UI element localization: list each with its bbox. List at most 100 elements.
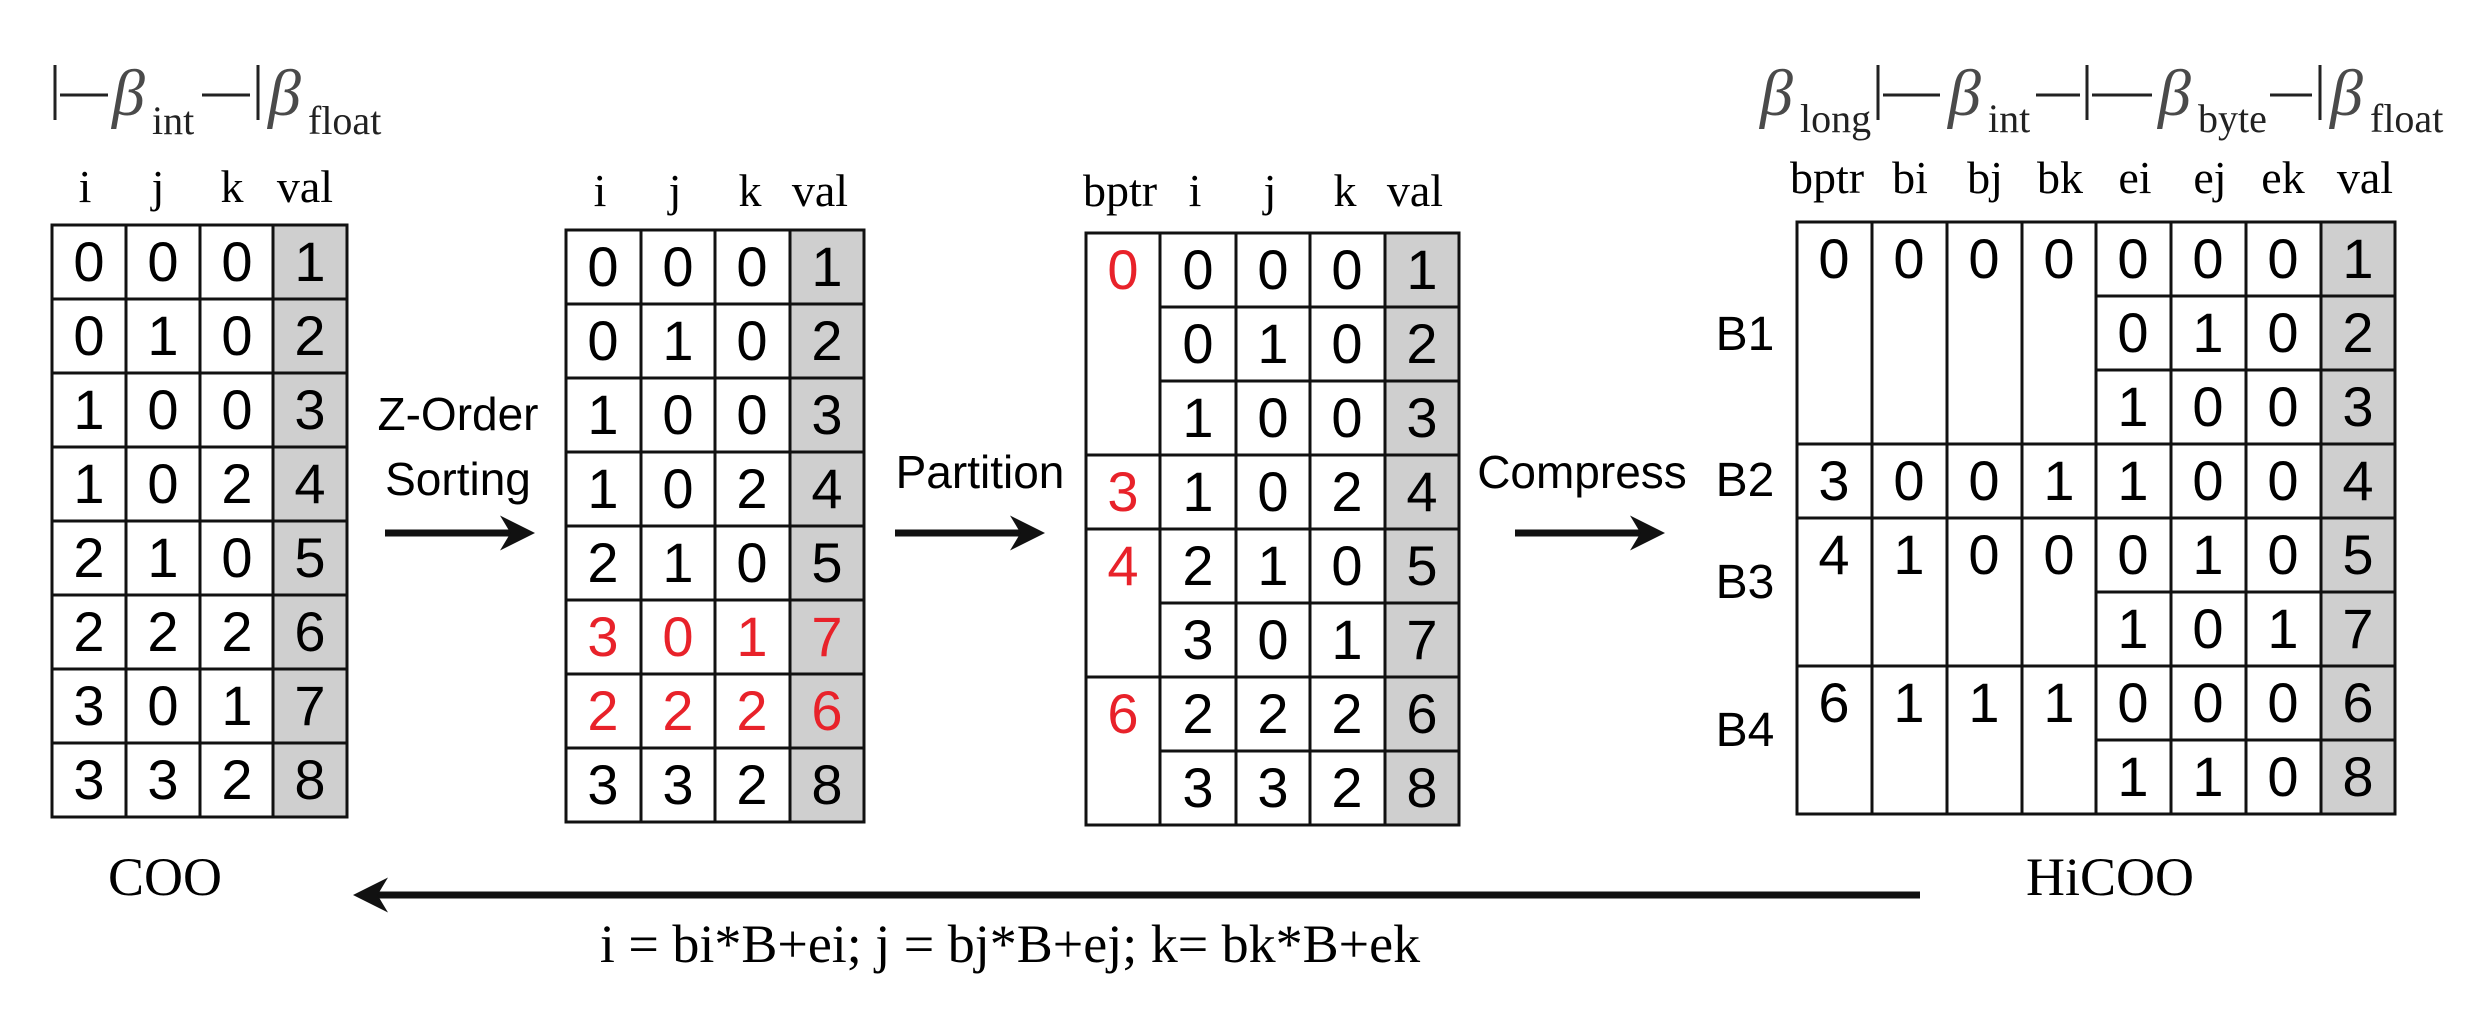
partitioned-cell: 0 [1257,608,1288,671]
hicoo-element-cell: 0 [2192,671,2223,734]
partitioned-cell: 2 [1182,682,1213,745]
coo-cell: 0 [221,378,252,441]
sorting-arrow: Z-Order Sorting [378,388,539,551]
partitioned-cell: 1 [1182,386,1213,449]
sorted-cell: 2 [811,309,842,372]
hicoo-element-cell: 1 [2117,449,2148,512]
sorted-cell: 0 [662,605,693,668]
hicoo-element-cell: 2 [2342,301,2373,364]
sorted-cell: 2 [736,679,767,742]
beta-symbol: β [1946,57,1981,130]
col-header-val: val [1387,165,1443,216]
hicoo-element-cell: 1 [2117,745,2148,808]
hicoo-element-cell: 5 [2342,523,2373,586]
hicoo-element-cell: 0 [2267,227,2298,290]
coo-bitwidth-bar: β int β float [53,57,381,143]
partitioned-headers: bptr i j k val [1083,165,1443,216]
partitioned-cell: 0 [1331,534,1362,597]
partitioned-cell: 0 [1257,238,1288,301]
hicoo-element-cell: 1 [2192,301,2223,364]
index-formula: i = bi*B+ei; j = bj*B+ej; k= bk*B+ek [600,914,1420,974]
partitioned-cell: 3 [1182,608,1213,671]
hicoo-beta-byte: byte [2198,96,2267,141]
sorted-cell: 2 [736,457,767,520]
sorted-cell: 3 [587,753,618,816]
hicoo-element-cell: 0 [2117,523,2148,586]
hicoo-element-cell: 4 [2342,449,2373,512]
coo-cell: 1 [147,304,178,367]
coo-cell: 0 [221,304,252,367]
hicoo-block-cell: 4 [1818,523,1849,586]
hicoo-element-cell: 0 [2117,227,2148,290]
hicoo-block-cell: 6 [1818,671,1849,734]
hicoo-block-cell: 1 [1893,671,1924,734]
bptr-value: 3 [1107,460,1138,523]
col-header-ek: ek [2261,152,2304,203]
sorted-cell: 0 [736,235,767,298]
hicoo-block-cell: 0 [1818,227,1849,290]
partitioned-cell: 1 [1182,460,1213,523]
hicoo-block-cell: 0 [2043,227,2074,290]
partitioned-cell: 0 [1331,386,1362,449]
hicoo-block-cell: 0 [1968,227,1999,290]
sorted-headers: i j k val [594,165,848,216]
col-header-i: i [594,165,607,216]
coo-cell: 7 [294,674,325,737]
coo-beta-float: float [308,98,381,143]
hicoo-element-cell: 1 [2342,227,2373,290]
sorted-cell: 4 [811,457,842,520]
coo-cell: 1 [294,230,325,293]
hicoo-element-cell: 1 [2117,375,2148,438]
sorted-cell: 1 [662,309,693,372]
sorted-cell: 2 [662,679,693,742]
coo-headers: i j k val [79,161,333,212]
col-header-i: i [1189,165,1202,216]
col-header-val: val [792,165,848,216]
partitioned-cell: 2 [1331,460,1362,523]
hicoo-element-cell: 6 [2342,671,2373,734]
coo-cell: 2 [73,600,104,663]
coo-cell: 2 [221,600,252,663]
sorted-cell: 0 [662,235,693,298]
coo-cell: 1 [73,378,104,441]
coo-cell: 4 [294,452,325,515]
coo-cell: 0 [147,378,178,441]
coo-cell: 2 [294,304,325,367]
sorted-cell: 2 [736,753,767,816]
col-header-j: j [150,161,165,212]
hicoo-panel: β long β int β byte β float bptr bi bj b… [1716,57,2444,907]
partitioned-cell: 2 [1182,534,1213,597]
partitioned-cell: 1 [1331,608,1362,671]
sorted-cell: 1 [736,605,767,668]
coo-cell: 5 [294,526,325,589]
hicoo-beta-int: int [1988,96,2030,141]
partitioned-cell: 0 [1257,386,1288,449]
compress-arrow: Compress [1477,446,1687,551]
sorted-cell: 2 [587,679,618,742]
bptr-value: 4 [1107,534,1138,597]
sorted-cell: 0 [662,457,693,520]
block-label: B4 [1716,704,1775,757]
partitioned-cell: 0 [1182,238,1213,301]
hicoo-label: HiCOO [2026,847,2194,907]
col-header-k: k [1334,165,1357,216]
beta-symbol: β [266,57,301,130]
beta-symbol: β [110,57,145,130]
partitioned-cell: 0 [1331,238,1362,301]
coo-cell: 0 [221,526,252,589]
beta-symbol: β [2328,57,2363,130]
partitioned-cell: 0 [1182,312,1213,375]
sorting-label-line1: Z-Order [378,388,539,440]
sorted-cell: 0 [736,383,767,446]
partitioned-cell: 2 [1257,682,1288,745]
block-label: B3 [1716,556,1775,609]
hicoo-element-cell: 0 [2267,671,2298,734]
partitioned-cell: 6 [1406,682,1437,745]
coo-cell: 1 [73,452,104,515]
sorted-cell: 1 [587,457,618,520]
